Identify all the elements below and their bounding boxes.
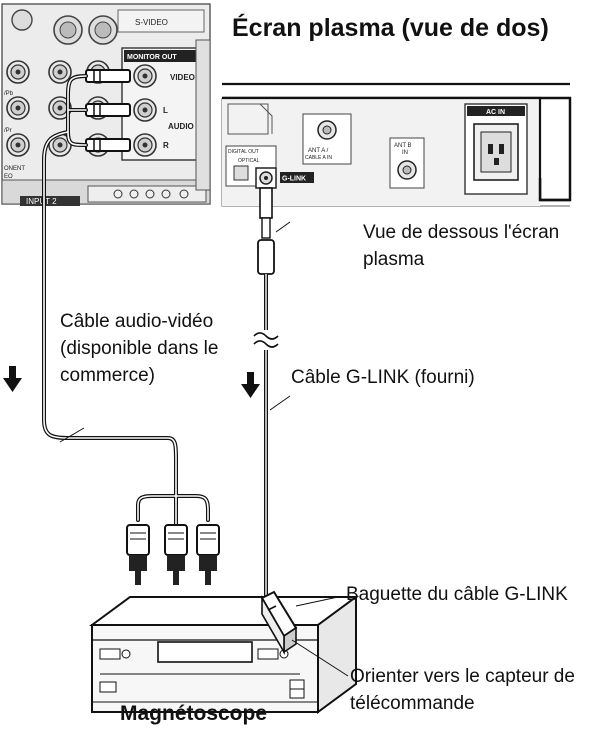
recorder-back-panel: S-VIDEO MONITOR OUT VIDEO L AUDIO R /Pb … [1,3,211,206]
down-arrow-left [3,366,22,392]
rca-plugs-top [85,69,131,152]
digital-out-label: DIGITAL OUT [228,149,259,155]
av-cable-label: Câble audio-vidéo (disponible dans le co… [60,311,219,386]
rca-plugs-bottom [126,524,220,585]
glink-cable [253,187,291,598]
glink-jack-label: G-LINK [282,176,306,183]
orient-leader [291,639,349,677]
cable-a-label: CABLE A IN [305,155,332,161]
plasma-rear-panel: DIGITAL OUT OPTICAL G-LINK ANT A / CABLE… [221,82,572,207]
ant-b-in-label: IN [402,150,408,156]
video-jack-label: VIDEO [170,73,195,82]
down-arrow-middle [241,372,260,398]
left-frag-pb: /Pb [4,91,14,97]
vcr [88,595,360,714]
orient-label: Orienter vers le capteur de télécommande [350,666,575,714]
page-title: Écran plasma (vue de dos) [232,14,549,42]
r-jack-label: R [163,141,169,150]
left-frag-eo: EO [4,174,13,180]
glink-cable-label: Câble G-LINK (fourni) [291,367,475,388]
av-cable-leader [59,427,85,443]
wand-leader [295,596,339,607]
audio-label: AUDIO [168,122,194,131]
ant-b-label: ANT B [394,143,412,149]
glink-wand-label: Baguette du câble G-LINK [346,584,568,605]
l-jack-label: L [163,106,168,115]
ac-in-label: AC IN [486,109,505,116]
ant-a-label: ANT A / [308,148,329,154]
input2-label: INPUT 2 [26,197,57,206]
monitor-out-label: MONITOR OUT [127,54,177,61]
left-frag-onent: ONENT [4,166,25,172]
svideo-label: S-VIDEO [135,18,168,27]
underside-label: Vue de dessous l'écran plasma [363,222,560,270]
glink-wand [260,590,298,655]
left-frag-pr: /Pr [4,128,12,134]
optical-label: OPTICAL [238,158,260,164]
av-cable-white [43,75,209,526]
vcr-label: Magnétoscope [120,702,268,725]
